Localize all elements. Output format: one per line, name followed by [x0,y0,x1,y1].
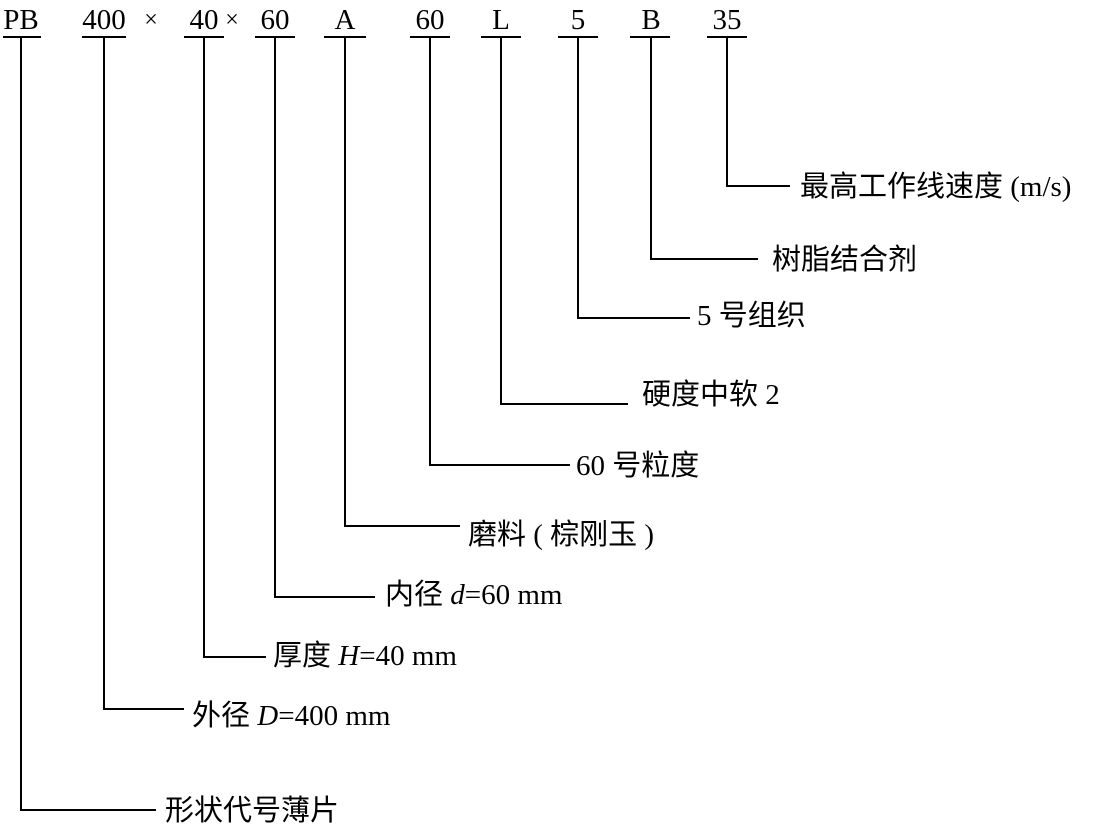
code-max-speed: 35 [713,4,742,36]
label-thickness-value: =40 mm [359,640,457,672]
label-hardness-text: 硬度中软 2 [642,378,780,411]
code-shape: PB [3,4,38,36]
label-shape-text: 形状代号薄片 [165,794,339,827]
label-hardness: 硬度中软 2 [642,378,780,411]
label-grit-size: 60 号粒度 [576,449,699,482]
label-outer-diameter-prefix: 外径 [192,699,257,732]
label-outer-diameter-var: D [256,700,278,732]
code-grit-size: 60 [416,4,445,36]
code-outer-diameter: 400 [82,4,126,36]
label-inner-diameter-prefix: 内径 [385,578,450,611]
code-thickness: 40 [190,4,219,36]
label-thickness-var: H [337,640,361,672]
label-outer-diameter: 外径 D=400 mm [192,699,391,732]
code-abrasive: A [335,4,356,36]
separator-times: × [225,7,239,33]
code-structure: 5 [571,4,586,36]
label-structure-text: 5 号组织 [697,299,806,332]
leader-line-hardness [500,37,628,405]
code-hardness: L [492,4,510,36]
leader-line-structure [577,37,690,319]
label-inner-diameter-value: =60 mm [465,579,563,611]
leader-line-thickness [203,37,266,658]
label-thickness: 厚度 H=40 mm [273,639,457,672]
leader-line-outer-diameter [103,37,184,710]
label-outer-diameter-value: =400 mm [278,700,391,732]
label-thickness-prefix: 厚度 [273,639,338,672]
label-grit-size-text: 60 号粒度 [576,449,699,482]
label-inner-diameter-var: d [450,579,465,611]
separator-times: × [144,7,158,33]
leader-line-grit-size [429,37,570,466]
code-inner-diameter: 60 [261,4,290,36]
code-bond: B [641,4,660,36]
leader-line-bond [650,37,758,260]
label-bond: 树脂结合剂 [772,243,917,276]
label-inner-diameter: 内径 d=60 mm [385,578,563,611]
label-structure: 5 号组织 [697,299,806,332]
leader-line-shape [20,37,156,811]
leader-line-max-speed [726,37,790,187]
label-bond-text: 树脂结合剂 [772,243,917,276]
label-abrasive: 磨料 ( 棕刚玉 ) [468,518,654,551]
label-abrasive-text: 磨料 ( 棕刚玉 ) [468,518,654,551]
leader-line-abrasive [344,37,460,527]
leader-line-inner-diameter [274,37,375,598]
label-shape: 形状代号薄片 [165,794,339,827]
label-max-speed: 最高工作线速度 (m/s) [800,170,1071,203]
label-max-speed-text: 最高工作线速度 (m/s) [800,170,1071,203]
